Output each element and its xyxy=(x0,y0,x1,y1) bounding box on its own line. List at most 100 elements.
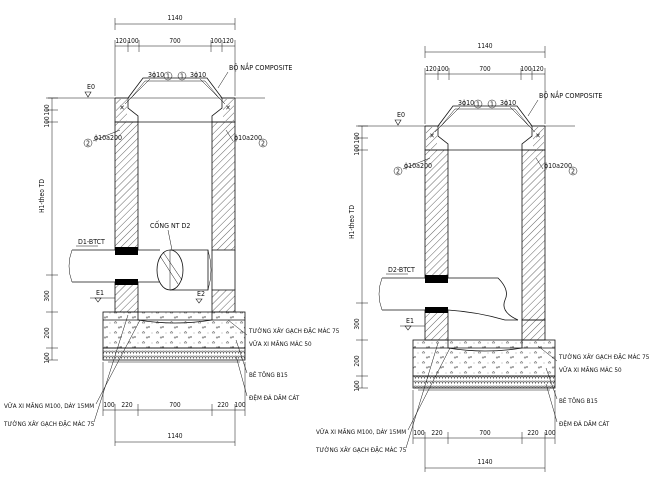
svg-text:100: 100 xyxy=(353,144,361,156)
svg-text:E0: E0 xyxy=(87,83,95,91)
svg-text:100: 100 xyxy=(43,116,51,128)
svg-text:ϕ10a200: ϕ10a200 xyxy=(544,162,572,170)
svg-text:700: 700 xyxy=(169,401,181,409)
top-dim-3: 700 xyxy=(169,37,181,45)
svg-text:BÊ TÔNG B15: BÊ TÔNG B15 xyxy=(249,370,288,379)
svg-text:ϕ10a200: ϕ10a200 xyxy=(404,162,432,170)
svg-text:TƯỜNG XÂY GẠCH ĐẶC MÁC 75: TƯỜNG XÂY GẠCH ĐẶC MÁC 75 xyxy=(3,419,95,428)
svg-text:3ϕ10: 3ϕ10 xyxy=(500,99,516,107)
bottom-dimension: 100 220 700 220 100 1140 xyxy=(102,362,246,446)
svg-text:D2-BTCT: D2-BTCT xyxy=(388,266,415,274)
svg-text:100: 100 xyxy=(43,104,51,116)
svg-text:VỮA XI MĂNG M100, DÀY 15MM: VỮA XI MĂNG M100, DÀY 15MM xyxy=(316,427,406,436)
svg-text:100: 100 xyxy=(353,380,361,392)
inlet-pipe-left: D2-BTCT xyxy=(378,266,519,321)
cover-hatch-x: ✕ xyxy=(119,104,124,112)
svg-text:1140: 1140 xyxy=(477,42,492,50)
svg-text:BỘ NẮP COMPOSITE: BỘ NẮP COMPOSITE xyxy=(229,62,292,72)
svg-text:1: 1 xyxy=(166,73,170,81)
svg-text:220: 220 xyxy=(431,429,443,437)
svg-text:100: 100 xyxy=(234,401,246,409)
svg-text:700: 700 xyxy=(479,429,491,437)
rebar-callouts-side: 2 ϕ10a200 ϕ10a200 2 xyxy=(393,157,578,176)
svg-text:1140: 1140 xyxy=(477,458,492,466)
svg-text:200: 200 xyxy=(353,355,361,367)
svg-text:3ϕ10: 3ϕ10 xyxy=(190,71,206,79)
brick-walls xyxy=(424,149,546,341)
svg-text:120: 120 xyxy=(532,65,544,73)
svg-text:1: 1 xyxy=(476,101,480,109)
svg-text:100: 100 xyxy=(544,429,556,437)
svg-text:ĐỆM ĐÁ DĂM CÁT: ĐỆM ĐÁ DĂM CÁT xyxy=(559,419,610,428)
svg-text:2: 2 xyxy=(86,140,90,148)
rebar-callouts-top: 3ϕ10 1 1 3ϕ10 xyxy=(434,99,536,133)
bottom-dimension: 100 220 700 220 100 1140 xyxy=(412,390,556,472)
svg-text:E2: E2 xyxy=(197,290,205,298)
cover-hatch-x: ✕ xyxy=(225,104,230,112)
svg-text:2: 2 xyxy=(571,168,575,176)
svg-text:CỐNG NT D2: CỐNG NT D2 xyxy=(150,220,190,230)
material-labels-left: VỮA XI MĂNG M100, DÀY 15MM TƯỜNG XÂY GẠC… xyxy=(315,342,451,454)
top-dim-2: 100 xyxy=(127,37,139,45)
svg-text:3ϕ10: 3ϕ10 xyxy=(458,99,474,107)
right-section-detail: 1140 120 100 700 100 120 E0 xyxy=(315,42,650,472)
svg-text:220: 220 xyxy=(527,429,539,437)
top-total-dim: 1140 xyxy=(167,14,182,22)
svg-text:100: 100 xyxy=(437,65,449,73)
top-dim-4: 100 xyxy=(210,37,222,45)
level-marker-e2: E2 xyxy=(195,290,205,304)
top-dimension: 1140 120 100 700 100 120 xyxy=(114,14,236,96)
svg-text:E0: E0 xyxy=(397,111,405,119)
svg-text:H1-theo TD: H1-theo TD xyxy=(348,205,356,239)
svg-text:220: 220 xyxy=(217,401,229,409)
cover-label: BỘ NẮP COMPOSITE xyxy=(527,90,602,117)
cover-label: BỘ NẮP COMPOSITE xyxy=(217,62,292,89)
svg-text:300: 300 xyxy=(353,318,361,330)
base-slab xyxy=(412,339,556,391)
rebar-callouts-side: 2 ϕ10a200 ϕ10a200 2 xyxy=(83,129,268,148)
svg-text:220: 220 xyxy=(121,401,133,409)
svg-text:200: 200 xyxy=(43,327,51,339)
level-marker-e0: E0 xyxy=(84,83,95,98)
svg-text:BÊ TÔNG B15: BÊ TÔNG B15 xyxy=(559,396,598,405)
vertical-dimensions: 100 100 H1-theo TD 300 200 100 xyxy=(38,97,58,364)
svg-text:VỮA XI MĂNG M100, DÀY 15MM: VỮA XI MĂNG M100, DÀY 15MM xyxy=(4,401,94,410)
svg-text:300: 300 xyxy=(43,290,51,302)
level-marker-e0: E0 xyxy=(394,111,405,126)
left-section-detail: 1140 120 100 700 100 120 E0 xyxy=(3,14,340,446)
level-marker-e1: E1 xyxy=(90,289,115,303)
cover-slab: ✕ ✕ xyxy=(424,105,546,151)
svg-text:H1-theo TD: H1-theo TD xyxy=(38,179,46,213)
svg-text:100: 100 xyxy=(43,352,51,364)
svg-text:2: 2 xyxy=(396,168,400,176)
svg-text:1: 1 xyxy=(180,73,184,81)
rebar-callouts-top: 3ϕ10 1 1 3ϕ10 xyxy=(124,71,226,105)
svg-text:2: 2 xyxy=(261,140,265,148)
brick-walls xyxy=(114,121,236,313)
level-marker-e1: E1 xyxy=(400,317,425,331)
svg-text:1140: 1140 xyxy=(167,432,182,440)
svg-text:100: 100 xyxy=(520,65,532,73)
svg-text:BỘ NẮP COMPOSITE: BỘ NẮP COMPOSITE xyxy=(539,90,602,100)
top-dim-1: 120 xyxy=(115,37,127,45)
svg-text:100: 100 xyxy=(353,132,361,144)
outlet-pipe-d2: CỐNG NT D2 xyxy=(150,220,212,291)
top-dimension: 1140 120 100 700 100 120 xyxy=(424,42,546,124)
svg-text:1: 1 xyxy=(490,101,494,109)
base-slab xyxy=(102,311,246,363)
svg-text:VỮA XI MĂNG MÁC 50: VỮA XI MĂNG MÁC 50 xyxy=(249,339,312,348)
svg-text:ϕ10a200: ϕ10a200 xyxy=(234,134,262,142)
material-labels-left: VỮA XI MĂNG M100, DÀY 15MM TƯỜNG XÂY GẠC… xyxy=(3,314,141,428)
svg-text:E1: E1 xyxy=(96,289,104,297)
svg-text:100: 100 xyxy=(413,429,425,437)
svg-text:TƯỜNG XÂY GẠCH ĐẶC MÁC 75: TƯỜNG XÂY GẠCH ĐẶC MÁC 75 xyxy=(315,445,407,454)
svg-text:3ϕ10: 3ϕ10 xyxy=(148,71,164,79)
cover-slab: ✕ ✕ xyxy=(114,77,236,123)
inlet-pipe-left: D1-BTCT xyxy=(68,238,160,285)
svg-text:100: 100 xyxy=(103,401,115,409)
svg-text:ĐỆM ĐÁ DĂM CÁT: ĐỆM ĐÁ DĂM CÁT xyxy=(249,393,300,402)
svg-text:VỮA XI MĂNG MÁC 50: VỮA XI MĂNG MÁC 50 xyxy=(559,365,622,374)
cover-hatch-x: ✕ xyxy=(535,132,540,140)
svg-text:D1-BTCT: D1-BTCT xyxy=(78,238,105,246)
